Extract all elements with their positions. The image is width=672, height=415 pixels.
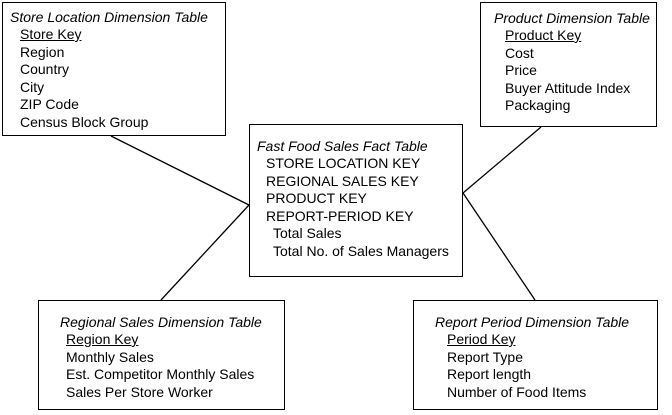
attribute: ZIP Code <box>20 96 79 113</box>
attribute: Price <box>505 62 537 79</box>
connector-store-to-fact <box>110 135 250 206</box>
attribute: Cost <box>505 44 534 61</box>
connector-report-to-fact <box>462 192 536 301</box>
table-title: Report Period Dimension Table <box>435 314 630 330</box>
primary-key: Product Key <box>505 27 582 43</box>
attribute: Number of Food Items <box>447 383 587 400</box>
foreign-key: PRODUCT KEY <box>266 190 367 207</box>
foreign-key: REPORT-PERIOD KEY <box>266 207 414 224</box>
connector-regional-to-fact <box>160 204 250 301</box>
attribute: Packaging <box>505 97 571 114</box>
foreign-key: REGIONAL SALES KEY <box>266 172 419 189</box>
report-period-dimension-table: Report Period Dimension Table Period Key… <box>413 300 658 410</box>
table-title: Product Dimension Table <box>494 10 650 26</box>
attribute: Country <box>20 61 70 78</box>
measure: Total Sales <box>273 225 342 242</box>
attribute: Monthly Sales <box>66 348 154 365</box>
primary-key: Region Key <box>66 331 139 347</box>
attribute: Buyer Attitude Index <box>505 79 631 96</box>
attribute: Census Block Group <box>20 113 149 130</box>
table-title: Fast Food Sales Fact Table <box>257 138 428 154</box>
product-dimension-table: Product Dimension Table Product Key Cost… <box>480 2 657 127</box>
attribute: Region <box>20 43 65 60</box>
foreign-key: STORE LOCATION KEY <box>266 155 421 171</box>
attribute: Sales Per Store Worker <box>66 383 213 400</box>
primary-key: Store Key <box>20 26 82 42</box>
regional-sales-dimension-table: Regional Sales Dimension Table Region Ke… <box>38 300 285 410</box>
attribute: City <box>20 78 45 95</box>
attribute: Report Type <box>447 348 524 365</box>
primary-key: Period Key <box>447 331 516 347</box>
table-title: Regional Sales Dimension Table <box>60 314 262 330</box>
fact-table: Fast Food Sales Fact Table STORE LOCATIO… <box>249 124 463 277</box>
attribute: Est. Competitor Monthly Sales <box>66 366 255 383</box>
connector-product-to-fact <box>462 126 542 194</box>
attribute: Report length <box>447 366 532 383</box>
store-location-dimension-table: Store Location Dimension Table Store Key… <box>2 2 226 136</box>
table-title: Store Location Dimension Table <box>10 9 208 25</box>
measure: Total No. of Sales Managers <box>273 242 449 259</box>
